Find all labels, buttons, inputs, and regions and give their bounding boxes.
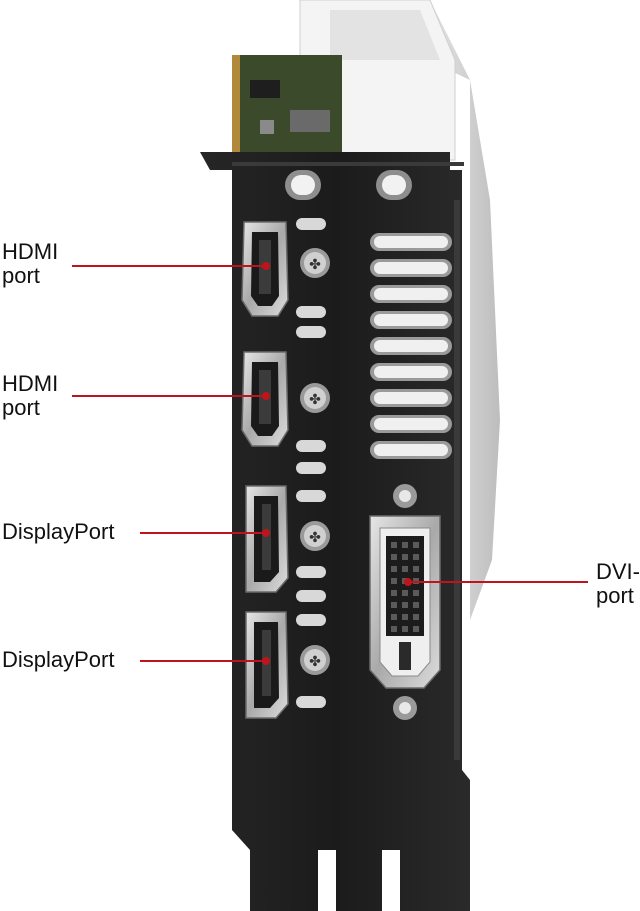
svg-text:✤: ✤	[309, 654, 321, 670]
displayport-connector-1	[245, 485, 289, 593]
svg-text:✤: ✤	[309, 257, 321, 273]
mounting-hole-left	[285, 170, 321, 200]
hdmi-label-line-2: port	[2, 263, 40, 288]
dvi-label-line-1: DVI-D	[596, 559, 640, 584]
svg-text:✤: ✤	[309, 392, 321, 408]
circuit-board	[232, 55, 342, 155]
displayport-label-1: DisplayPort	[2, 520, 114, 544]
displayport-label-text: DisplayPort	[2, 647, 115, 672]
hdmi-port-label-2: HDMI port	[2, 372, 58, 420]
hdmi-port-label-1: HDMI port	[2, 240, 58, 288]
screw-3: ✤	[300, 521, 330, 551]
small-vent-slots	[296, 218, 326, 708]
mounting-hole-right	[376, 170, 412, 200]
vent-slots	[370, 233, 452, 459]
displayport-connector-2	[245, 611, 289, 719]
svg-text:✤: ✤	[309, 530, 321, 546]
screw-1: ✤	[300, 248, 330, 278]
hdmi-label-line-2: port	[2, 395, 40, 420]
hdmi-label-line-1: HDMI	[2, 239, 59, 264]
screw-4: ✤	[300, 645, 330, 675]
dvi-d-connector	[369, 484, 441, 720]
dvi-label-line-2: port	[596, 583, 634, 608]
displayport-label-text: DisplayPort	[2, 519, 115, 544]
dvi-d-port-label: DVI-D port	[596, 560, 640, 608]
screw-2: ✤	[300, 383, 330, 413]
hdmi-label-line-1: HDMI	[2, 371, 59, 396]
displayport-label-2: DisplayPort	[2, 648, 114, 672]
callout-lines	[72, 262, 588, 665]
